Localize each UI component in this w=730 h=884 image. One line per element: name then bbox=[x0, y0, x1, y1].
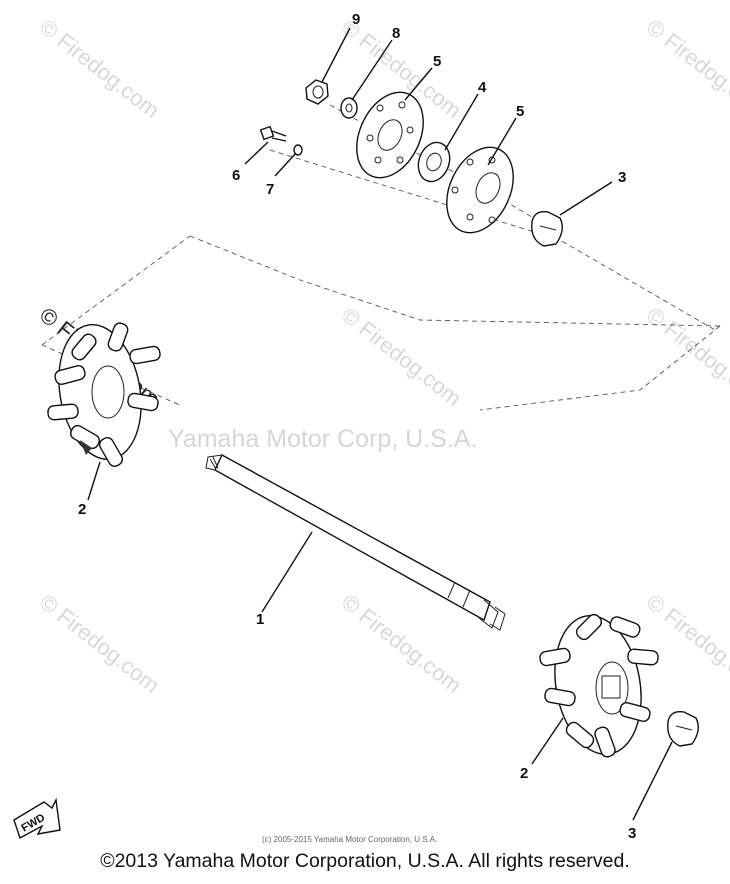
small-copyright: (c) 2005-2015 Yamaha Motor Corporation, … bbox=[262, 835, 437, 844]
callout-2: 2 bbox=[78, 501, 86, 518]
fwd-arrow-icon: FWD bbox=[13, 797, 61, 840]
footer-copyright: ©2013 Yamaha Motor Corporation, U.S.A. A… bbox=[100, 850, 630, 872]
callout-3: 3 bbox=[618, 169, 626, 186]
callouts: 9 8 5 4 5 3 6 7 2 1 2 3 bbox=[78, 11, 636, 842]
drive-sprocket bbox=[539, 613, 659, 758]
hex-nut bbox=[305, 79, 329, 105]
callout-5: 5 bbox=[516, 103, 524, 120]
watermark-firedog: © Firedog.com bbox=[337, 589, 466, 698]
callout-8: 8 bbox=[392, 25, 400, 42]
callout-3: 3 bbox=[628, 825, 636, 842]
callout-2: 2 bbox=[520, 765, 528, 782]
leader-lines bbox=[87, 27, 673, 821]
bearing-plate bbox=[446, 146, 514, 234]
watermark-firedog: © Firedog.com bbox=[642, 14, 730, 123]
watermark-firedog: © Firedog.com bbox=[642, 589, 730, 698]
callout-4: 4 bbox=[478, 79, 487, 96]
watermark-firedog: © Firedog.com bbox=[642, 302, 730, 411]
callout-9: 9 bbox=[352, 11, 360, 28]
watermark-center: Yamaha Motor Corp, U.S.A. bbox=[168, 425, 477, 453]
drive-shaft bbox=[205, 454, 506, 631]
watermark-firedog: © Firedog.com bbox=[35, 589, 164, 698]
watermark-firedog: © Firedog.com bbox=[35, 14, 164, 123]
bolt bbox=[259, 125, 287, 142]
bearing bbox=[417, 141, 451, 183]
callout-5: 5 bbox=[433, 53, 441, 70]
clip bbox=[531, 211, 563, 247]
bearing-plate bbox=[356, 91, 424, 179]
callout-1: 1 bbox=[256, 611, 264, 628]
small-washer bbox=[293, 144, 303, 156]
callout-6: 6 bbox=[232, 167, 240, 184]
watermark-firedog: © Firedog.com bbox=[337, 302, 466, 411]
clip bbox=[667, 711, 699, 747]
washer bbox=[340, 97, 358, 119]
callout-7: 7 bbox=[266, 181, 274, 198]
drive-sprocket bbox=[47, 322, 161, 467]
